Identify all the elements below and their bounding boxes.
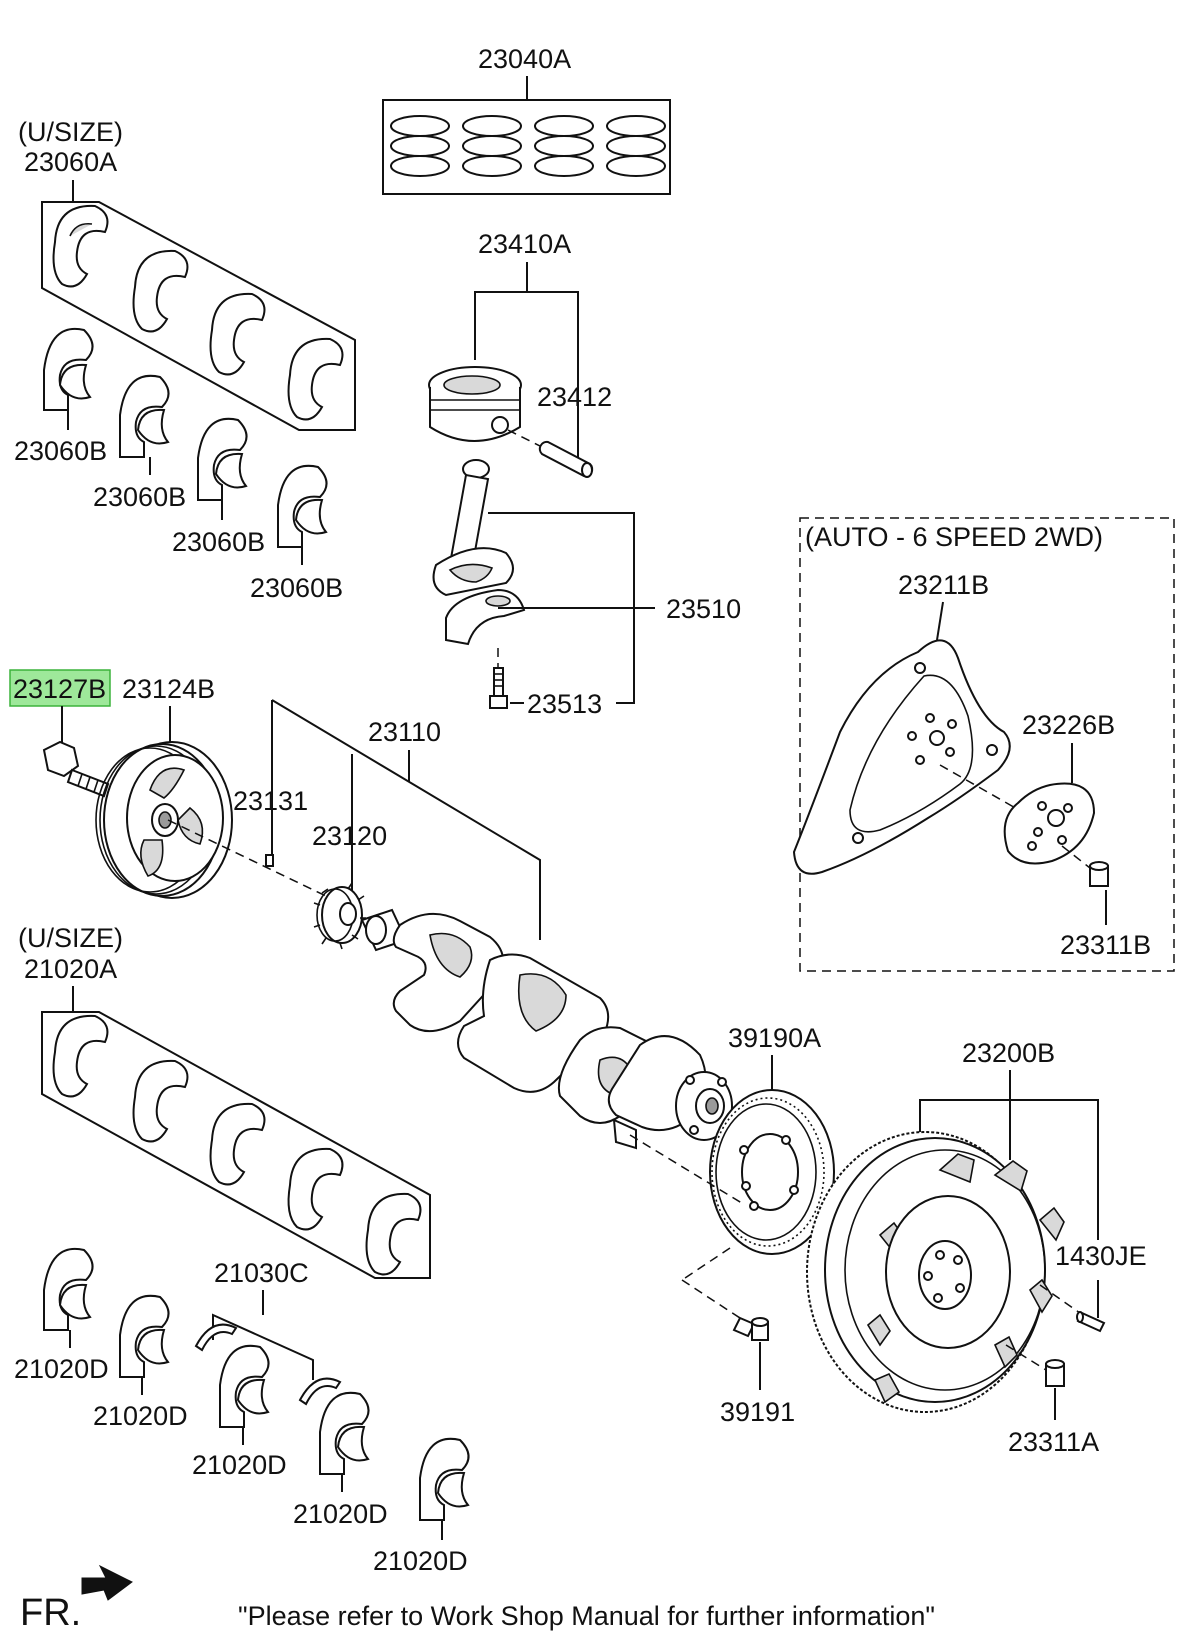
bearing-shell bbox=[132, 1059, 189, 1143]
label-23110: 23110 bbox=[368, 717, 441, 747]
main-bearing-21020D-5[interactable]: 21020D bbox=[373, 1437, 470, 1576]
label-21020D-5: 21020D bbox=[373, 1546, 468, 1576]
label-23120: 23120 bbox=[312, 821, 387, 851]
bolt bbox=[42, 740, 110, 798]
main-bearing-21020D-4[interactable]: 21020D bbox=[293, 1391, 388, 1529]
timing-sprocket bbox=[313, 882, 366, 950]
label-23060A: 23060A bbox=[24, 147, 117, 177]
piston-ring-set[interactable]: 23040A bbox=[382, 44, 671, 195]
label-23200B: 23200B bbox=[962, 1038, 1055, 1068]
ring-gear-bolt[interactable]: 39191 bbox=[720, 1316, 795, 1427]
bearing-shell bbox=[52, 204, 109, 288]
conrod-bearing-23060B-2[interactable]: 23060B bbox=[93, 374, 186, 512]
label-usize-top: (U/SIZE) bbox=[18, 117, 123, 147]
label-21020A: 21020A bbox=[24, 954, 117, 984]
ring-group-2 bbox=[462, 115, 522, 177]
conrod-bearing-23060B-1[interactable]: 23060B bbox=[14, 327, 107, 466]
crank-key bbox=[265, 854, 274, 867]
thrust-bearing-set[interactable]: 21030C bbox=[194, 1258, 342, 1406]
piston-assembly[interactable]: 23410A 23412 bbox=[428, 229, 612, 478]
label-21030C: 21030C bbox=[214, 1258, 309, 1288]
ring-gear[interactable]: 39190A bbox=[709, 1023, 835, 1255]
label-23410A: 23410A bbox=[478, 229, 571, 259]
label-23127B: 23127B bbox=[13, 674, 106, 704]
ring-group-1 bbox=[390, 115, 450, 177]
label-23131: 23131 bbox=[233, 786, 308, 816]
flywheel-bolt bbox=[1045, 1359, 1065, 1387]
label-21020D-2: 21020D bbox=[93, 1401, 188, 1431]
label-21020D-3: 21020D bbox=[192, 1450, 287, 1480]
main-bearing-21020D-2[interactable]: 21020D bbox=[93, 1294, 188, 1431]
ring-group-4 bbox=[606, 115, 666, 177]
main-bearing-set-usize[interactable]: (U/SIZE) 21020A bbox=[18, 923, 431, 1279]
label-1430JE: 1430JE bbox=[1055, 1241, 1147, 1271]
label-23060B-1: 23060B bbox=[14, 436, 107, 466]
bearing-shell bbox=[365, 1192, 422, 1276]
flywheel bbox=[806, 1131, 1065, 1413]
label-23513: 23513 bbox=[527, 689, 602, 719]
connecting-rod-cap bbox=[445, 588, 526, 646]
drive-plate-bolt bbox=[1089, 861, 1109, 887]
piston bbox=[428, 366, 522, 442]
ring-group-3 bbox=[534, 115, 594, 177]
bearing-shell bbox=[209, 292, 266, 376]
dowel-pin bbox=[1076, 1311, 1106, 1333]
bearing-shell bbox=[287, 1147, 344, 1231]
arrow-front-icon bbox=[81, 1564, 133, 1601]
label-23412: 23412 bbox=[537, 382, 612, 412]
label-23060B-3: 23060B bbox=[172, 527, 265, 557]
conrod-bearing-set-usize[interactable]: (U/SIZE) 23060A bbox=[18, 117, 356, 431]
label-39190A: 39190A bbox=[728, 1023, 821, 1053]
label-23040A: 23040A bbox=[478, 44, 571, 74]
flywheel-assembly[interactable]: 23200B 1430JE bbox=[806, 1038, 1147, 1457]
label-21020D-4: 21020D bbox=[293, 1499, 388, 1529]
highlight-23127B bbox=[9, 669, 111, 707]
drive-plate bbox=[792, 639, 1011, 875]
front-label: FR. bbox=[20, 1592, 81, 1634]
conrod-bolt bbox=[489, 667, 508, 709]
crankshaft bbox=[360, 908, 733, 1150]
label-usize-bottom: (U/SIZE) bbox=[18, 923, 123, 953]
label-23226B: 23226B bbox=[1022, 710, 1115, 740]
main-bearing-21020D-3[interactable]: 21020D bbox=[192, 1344, 287, 1480]
label-23124B: 23124B bbox=[122, 674, 215, 704]
workshop-manual-note: "Please refer to Work Shop Manual for fu… bbox=[238, 1601, 935, 1631]
auto-box-title: (AUTO - 6 SPEED 2WD) bbox=[805, 522, 1103, 552]
bearing-shell bbox=[52, 1014, 109, 1098]
front-direction-marker: FR. bbox=[20, 1564, 133, 1634]
label-23311B: 23311B bbox=[1060, 930, 1151, 960]
main-bearing-21020D-1[interactable]: 21020D bbox=[14, 1247, 109, 1384]
auto-6-speed-2wd-box[interactable]: (AUTO - 6 SPEED 2WD) 23211B 23226B 23311… bbox=[792, 517, 1175, 972]
label-21020D-1: 21020D bbox=[14, 1354, 109, 1384]
connecting-rod bbox=[432, 459, 514, 597]
bearing-shell bbox=[132, 249, 189, 333]
bearing-shell bbox=[209, 1102, 266, 1186]
label-23311A: 23311A bbox=[1008, 1427, 1099, 1457]
piston-pin bbox=[538, 440, 594, 478]
bearing-shell bbox=[287, 337, 344, 421]
label-23211B: 23211B bbox=[898, 570, 989, 600]
label-23510: 23510 bbox=[666, 594, 741, 624]
conrod-bearing-23060B-4[interactable]: 23060B bbox=[250, 464, 343, 603]
conrod-bearing-23060B-3[interactable]: 23060B bbox=[172, 417, 265, 557]
crankshaft-pulley[interactable]: 23124B bbox=[95, 674, 233, 899]
connecting-rod-assembly[interactable]: 23510 23513 bbox=[432, 459, 742, 719]
label-23060B-4: 23060B bbox=[250, 573, 343, 603]
pulley-bolt-23127B[interactable]: 23127B bbox=[9, 669, 111, 798]
label-39191: 39191 bbox=[720, 1397, 795, 1427]
adapter-plate bbox=[1003, 782, 1096, 865]
label-23060B-2: 23060B bbox=[93, 482, 186, 512]
crankshaft-assembly[interactable]: 23110 23131 23120 bbox=[233, 699, 733, 1150]
